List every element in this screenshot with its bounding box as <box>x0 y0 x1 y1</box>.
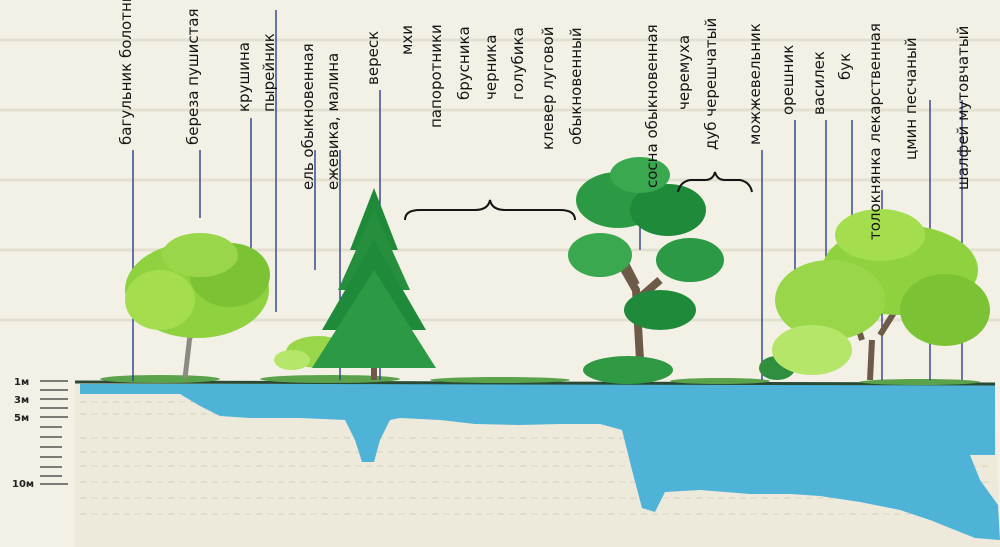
label-scots-pine: сосна обыкновенная <box>643 24 661 188</box>
label-couch-grass: пырейник <box>260 33 278 112</box>
label-lingonberry: брусника <box>455 26 473 100</box>
oak-beech-cluster <box>772 209 990 381</box>
juniper-shrub <box>583 356 673 384</box>
label-buckthorn: крушина <box>235 42 253 112</box>
spruce-tree <box>312 188 436 380</box>
depth-label-10m: 10м <box>12 479 34 490</box>
birch-tree <box>125 233 270 379</box>
brace-deciduous <box>677 171 753 193</box>
label-ferns: папоротники <box>427 24 445 128</box>
label-sand-immortelle: цмин песчаный <box>902 37 920 160</box>
depth-label-5m: 5м <box>14 413 29 424</box>
label-blackberry-raspberry: ежевика, малина <box>324 53 342 190</box>
label-common: обыкновенный <box>567 27 585 145</box>
label-beech: бук <box>836 53 854 80</box>
depth-label-1m: 1м <box>14 377 29 388</box>
label-bog-bilberry: голубика <box>509 27 527 100</box>
label-whorled-sage: шалфей мутовчатый <box>954 26 972 190</box>
label-mosses: мхи <box>398 25 416 55</box>
pine-tree <box>568 157 724 361</box>
label-hazel: орешник <box>779 45 797 115</box>
depth-label-3m: 3м <box>14 395 29 406</box>
label-meadow-clover: клевер луговой <box>539 26 557 150</box>
label-bilberry: черника <box>482 35 500 100</box>
depth-scale: 1м 3м 5м 10м <box>12 377 68 490</box>
depth-ticks <box>40 380 68 485</box>
brace-understory <box>404 199 576 221</box>
label-heather: вереск <box>364 31 382 85</box>
label-norway-spruce: ель обыкновенная <box>299 43 317 190</box>
grass-strip <box>100 375 980 385</box>
label-juniper: можжевельник <box>746 23 764 145</box>
label-cornflower: василек <box>810 51 828 115</box>
label-bird-cherry: черемуха <box>675 35 693 110</box>
plant-labels: багульник болотный береза пушистая круши… <box>117 0 972 240</box>
label-pedunculate-oak: дуб черешчатый <box>702 18 720 150</box>
groundwater-band <box>80 384 1000 540</box>
ground-surface <box>74 380 996 386</box>
label-bog-rosemary: багульник болотный <box>117 0 135 145</box>
label-downy-birch: береза пушистая <box>184 8 202 145</box>
label-bearberry: толокнянка лекарственная <box>866 23 884 240</box>
